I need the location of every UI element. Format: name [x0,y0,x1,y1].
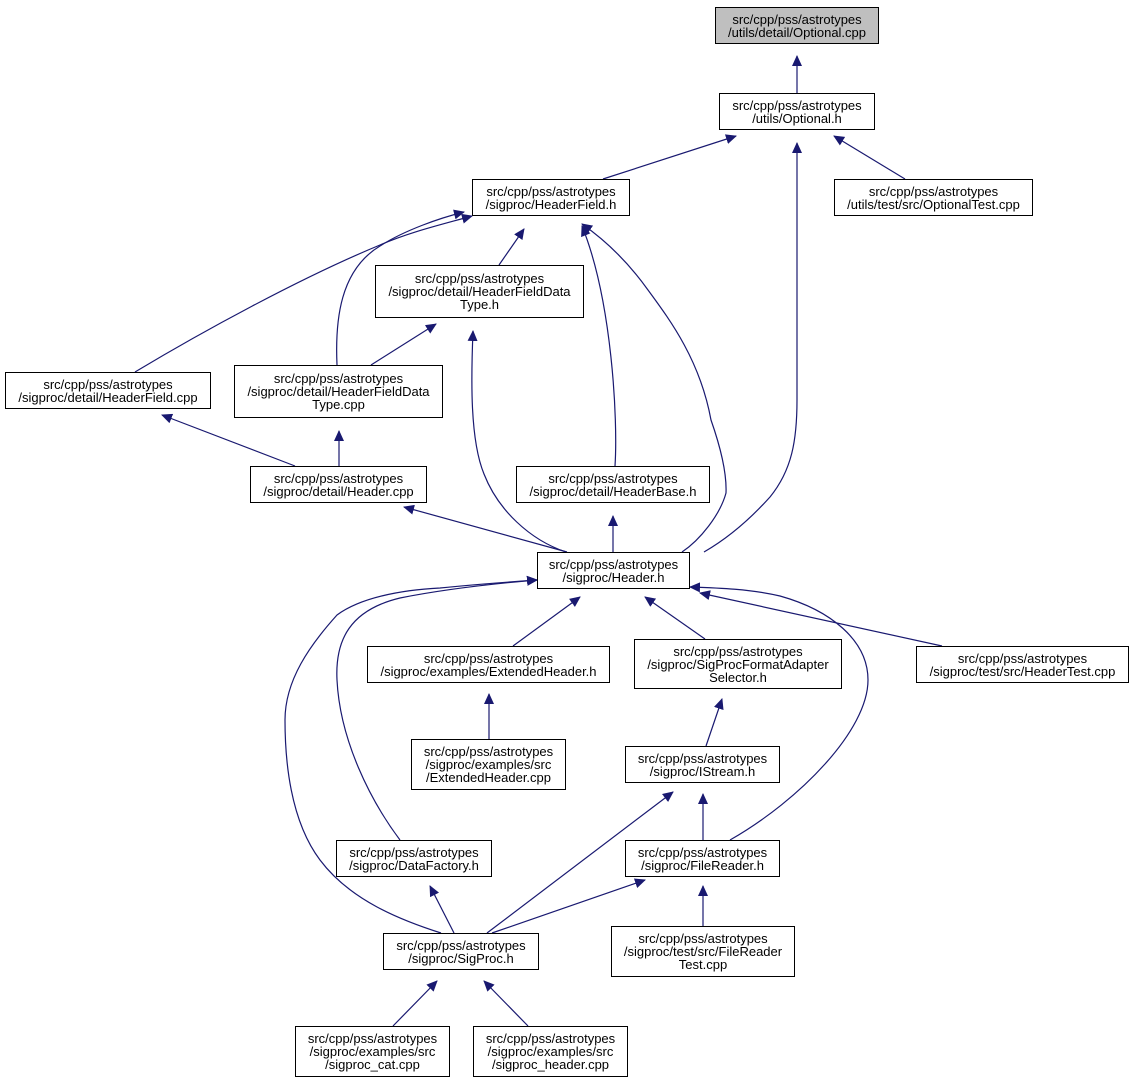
edge-sigproc_h-to-filereader_h [491,878,646,934]
node-label-line: /ExtendedHeader.cpp [425,770,552,785]
node-optional-cpp: src/cpp/pss/astrotypes/utils/detail/Opti… [715,7,879,44]
node-datafactory-h[interactable]: src/cpp/pss/astrotypes/sigproc/DataFacto… [336,840,492,877]
node-label-line: /sigproc/DataFactory.h [349,857,479,873]
node-headerfield-cpp[interactable]: src/cpp/pss/astrotypes/sigproc/detail/He… [5,372,211,409]
node-label-line: /sigproc/examples/ExtendedHeader.h [380,663,597,679]
node-headerbase-h[interactable]: src/cpp/pss/astrotypes/sigproc/detail/He… [516,466,710,503]
node-label-line: /sigproc/examples/src [487,1044,614,1059]
node-headertest-cpp[interactable]: src/cpp/pss/astrotypes/sigproc/test/src/… [916,646,1129,683]
edge-header_h-to-header_cpp [403,504,568,553]
edge-headerfielddatatype_cpp-to-headerfielddatatype_h [370,323,437,366]
node-filereadertest-cpp[interactable]: src/cpp/pss/astrotypes/sigproc/test/src/… [611,926,795,977]
node-label-line: /sigproc/test/src/HeaderTest.cpp [929,663,1116,679]
node-extendedheader-h[interactable]: src/cpp/pss/astrotypes/sigproc/examples/… [367,646,610,683]
edge-headerfielddatatype_cpp-to-headerfield_h [336,209,465,366]
node-label-line: /sigproc/detail/HeaderBase.h [529,483,697,499]
node-label-line: src/cpp/pss/astrotypes [637,750,768,766]
edge-header_h-to-headerfield_h [581,223,727,553]
node-header-cpp[interactable]: src/cpp/pss/astrotypes/sigproc/detail/He… [250,466,427,503]
node-label-line: src/cpp/pss/astrotypes [423,744,554,759]
node-optionaltest-cpp[interactable]: src/cpp/pss/astrotypes/utils/test/src/Op… [834,179,1033,216]
edge-optionaltest_cpp-to-optional_h [833,135,906,180]
node-sigprocformatadapter-h[interactable]: src/cpp/pss/astrotypes/sigproc/SigProcFo… [634,639,842,689]
node-label-line: src/cpp/pss/astrotypes [423,650,554,666]
edge-header_h-to-headerfielddatatype_h [467,330,567,553]
node-headerfielddatatype-cpp[interactable]: src/cpp/pss/astrotypes/sigproc/detail/He… [234,365,443,418]
node-label-line: /sigproc/examples/src [425,757,552,772]
node-label-line: src/cpp/pss/astrotypes [485,1031,616,1046]
node-sigproc-h[interactable]: src/cpp/pss/astrotypes/sigproc/SigProc.h [383,933,539,970]
edge-filereader_h-to-header_h [689,582,869,841]
node-label-line: /sigproc/Header.h [562,569,665,585]
node-headerfielddatatype-h[interactable]: src/cpp/pss/astrotypes/sigproc/detail/He… [375,265,584,318]
node-header-h[interactable]: src/cpp/pss/astrotypes/sigproc/Header.h [537,552,690,589]
node-label-line: src/cpp/pss/astrotypes [43,376,173,392]
edge-header_cpp-to-headerfield_cpp [161,413,296,467]
edge-sigproc_h-to-datafactory_h [429,885,455,934]
node-label-line: Test.cpp [678,957,728,972]
node-extendedheader-cpp[interactable]: src/cpp/pss/astrotypes/sigproc/examples/… [411,739,566,790]
edge-headerfielddatatype_h-to-headerfield_h [498,228,525,266]
node-label-line: /sigproc/detail/Header.cpp [263,483,414,499]
node-label-line: /utils/test/src/OptionalTest.cpp [847,196,1020,212]
node-label-line: src/cpp/pss/astrotypes [637,844,768,860]
node-label-line: src/cpp/pss/astrotypes [732,97,862,113]
edge-datafactory_h-to-header_h [336,575,538,841]
edge-header_h-to-optional_h [703,142,802,553]
edge-sigproc_h-to-istream_h [486,791,674,934]
edge-sigproc_cat_cpp-to-sigproc_h [392,980,438,1027]
node-label-line: /sigproc/IStream.h [649,763,756,779]
node-label-line: src/cpp/pss/astrotypes [349,844,479,860]
node-label-line: /sigproc_header.cpp [491,1057,610,1072]
edge-sigprocformatadapter_h-to-header_h [644,596,706,640]
edge-sigproc_header_cpp-to-sigproc_h [483,980,529,1027]
node-label-line: /utils/Optional.h [752,110,842,126]
node-label-line: Type.h [459,297,500,312]
node-filereader-h[interactable]: src/cpp/pss/astrotypes/sigproc/FileReade… [625,840,780,877]
node-sigproc-cat-cpp[interactable]: src/cpp/pss/astrotypes/sigproc/examples/… [295,1026,450,1077]
node-label-line: src/cpp/pss/astrotypes [273,371,404,386]
node-label-line: src/cpp/pss/astrotypes [486,183,616,199]
node-label-line: src/cpp/pss/astrotypes [638,931,768,946]
edge-headerfield_cpp-to-headerfield_h [134,213,473,373]
node-label-line: /sigproc/detail/HeaderFieldData [388,284,571,299]
edge-sigproc_h-to-header_h [284,575,538,934]
node-label-line: /sigproc/SigProc.h [408,950,514,966]
node-label-line: /sigproc/SigProcFormatAdapter [647,656,829,672]
node-label-line: src/cpp/pss/astrotypes [307,1031,438,1046]
node-label-line: /sigproc/FileReader.h [641,857,764,873]
edge-istream_h-to-sigprocformatadapter_h [705,698,724,747]
node-label-line: src/cpp/pss/astrotypes [414,271,545,286]
node-label-line: src/cpp/pss/astrotypes [868,183,999,199]
node-label-line: src/cpp/pss/astrotypes [396,937,526,953]
node-label-line: /sigproc_cat.cpp [325,1057,420,1072]
node-label-line: src/cpp/pss/astrotypes [732,11,862,27]
node-label-line: /sigproc/test/src/FileReader [623,944,783,959]
node-label-line: src/cpp/pss/astrotypes [957,650,1088,666]
node-label-line: Type.cpp [312,397,365,412]
node-label-line: /sigproc/detail/HeaderFieldData [247,384,430,399]
edge-extendedheader_h-to-header_h [512,596,581,647]
node-label-line: Selector.h [709,669,767,685]
node-label-line: src/cpp/pss/astrotypes [548,470,678,486]
node-sigproc-header-cpp[interactable]: src/cpp/pss/astrotypes/sigproc/examples/… [473,1026,628,1077]
node-label-line: /sigproc/detail/HeaderField.cpp [18,389,198,405]
node-optional-h[interactable]: src/cpp/pss/astrotypes/utils/Optional.h [719,93,875,130]
node-label-line: /sigproc/examples/src [309,1044,436,1059]
node-label-line: src/cpp/pss/astrotypes [673,643,803,659]
node-istream-h[interactable]: src/cpp/pss/astrotypes/sigproc/IStream.h [625,746,780,783]
edge-headerbase_h-to-headerfield_h [581,225,617,467]
node-label-line: src/cpp/pss/astrotypes [273,470,404,486]
node-headerfield-h[interactable]: src/cpp/pss/astrotypes/sigproc/HeaderFie… [472,179,630,216]
node-label-line: /sigproc/HeaderField.h [485,196,617,212]
node-label-line: /utils/detail/Optional.cpp [727,24,867,40]
edge-headertest_cpp-to-header_h [699,590,943,647]
node-label-line: src/cpp/pss/astrotypes [548,556,679,572]
edge-headerfield_h-to-optional_h [602,134,737,180]
